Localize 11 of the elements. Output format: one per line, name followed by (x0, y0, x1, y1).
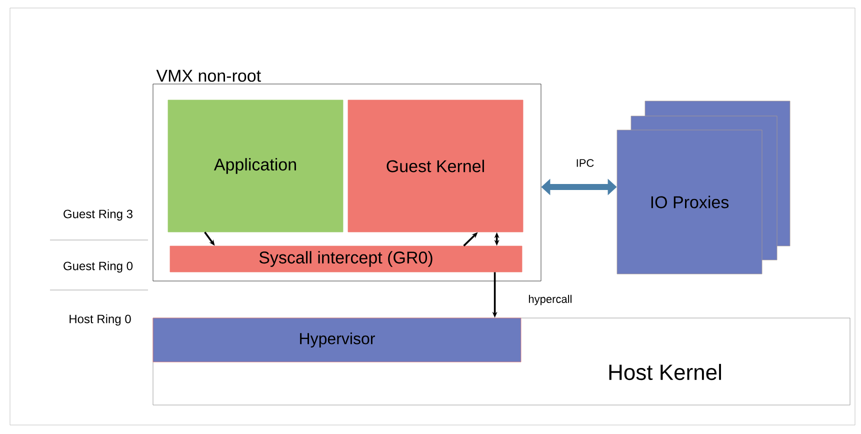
ring-label: Guest Ring 3 (64, 209, 132, 221)
process-box: Guest Kernel (348, 100, 524, 232)
process-box: Hypervisor (152, 318, 522, 362)
process-box: IO Proxies (616, 130, 762, 274)
ring-label: Host Ring 0 (70, 314, 131, 326)
process-box: Syscall intercept (GR0) (170, 246, 522, 272)
ring-label: Guest Ring 0 (64, 261, 133, 273)
node-label: VMX non-root (156, 70, 261, 82)
process-box: Application (168, 100, 344, 232)
edge-label: hypercall (527, 294, 574, 306)
edge-label: IPC (574, 158, 596, 168)
